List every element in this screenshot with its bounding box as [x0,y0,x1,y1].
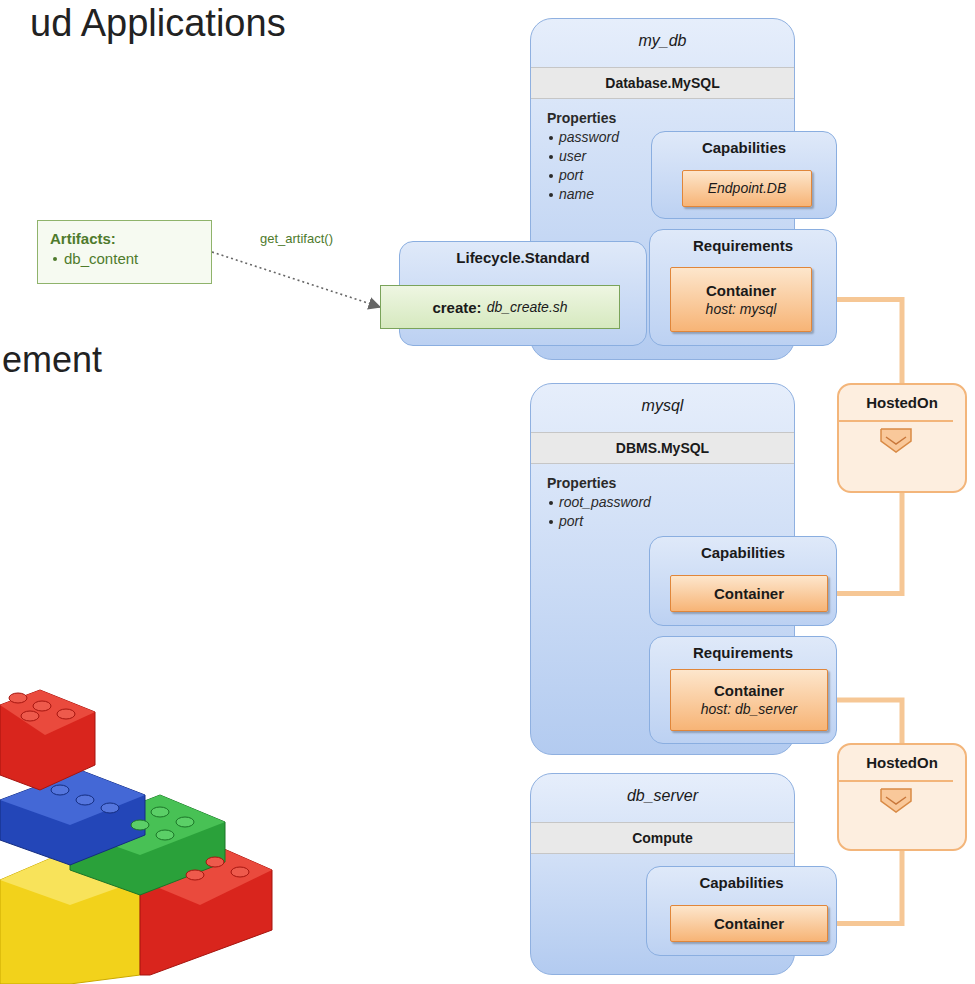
hostedon-link [828,700,902,743]
box-label: Container [714,584,784,603]
capability-box: Containerhost: mysql [670,267,812,332]
node-type: Database.MySQL [531,67,794,99]
box-label: create: [432,298,481,317]
relationship-box: HostedOn [837,383,967,493]
property-name: port [547,166,583,185]
section-title: Requirements [650,236,836,256]
property-name: name [547,185,594,204]
box-detail: db_create.sh [487,298,568,317]
section-box: Endpoint.DB Capabilities [651,131,837,219]
section-box: Container Capabilities [649,536,837,626]
box-detail: Endpoint.DB [708,179,787,198]
node-name: db_server [531,786,794,806]
node-name: my_db [531,31,794,51]
section-title: Capabilities [647,873,836,893]
capability-box: Container [670,575,828,612]
capability-box: Container [670,905,828,942]
capability-box: Containerhost: db_server [670,669,828,731]
artifact-link [212,252,380,307]
section-heading: Properties [547,109,616,128]
property-name: user [547,147,586,166]
section-title: Capabilities [652,138,836,158]
section-box: Container Capabilities [646,866,837,956]
hostedon-symbol [839,419,953,489]
lego-bricks [0,690,272,984]
node-type: DBMS.MySQL [531,432,794,464]
box-detail: host: mysql [706,300,777,319]
artifact-note: Artifacts:db_content [37,220,212,284]
section-box: create: db_create.sh Lifecycle.Standard [399,241,647,346]
bullet-dot [53,257,57,261]
section-title: Requirements [650,643,836,663]
node-name: mysql [531,396,794,416]
slide-title: ud Applications [30,0,286,46]
box-label: Container [714,681,784,700]
section-title: HostedOn [839,393,965,413]
edge-label: get_artifact() [258,231,335,246]
component-node: ContainerCapabilitiesdb_serverCompute [530,773,795,975]
box-label: Container [714,914,784,933]
section-heading: Properties [547,474,616,493]
section-title: Capabilities [650,543,836,563]
component-node: ContainerCapabilitiesContainerhost: db_s… [530,383,795,755]
relationship-box: HostedOn [837,743,967,851]
box-label: Container [706,281,776,300]
section-title: HostedOn [839,753,965,773]
capability-box: Endpoint.DB [682,170,812,207]
heading-fragment: ement [2,338,102,382]
property-name: root_password [547,493,651,512]
hostedon-link [828,493,902,594]
note-heading: Artifacts: [50,229,199,249]
property-name: password [547,128,619,147]
operation-box: create: db_create.sh [380,285,620,329]
section-box: Containerhost: db_server Requirements [649,636,837,744]
section-title: Lifecycle.Standard [400,248,646,268]
artifact-name: db_content [50,249,199,269]
box-detail: host: db_server [701,700,798,719]
property-name: port [547,512,583,531]
section-box: Containerhost: mysql Requirements [649,229,837,346]
node-type: Compute [531,822,794,854]
hostedon-link [828,851,902,924]
hostedon-symbol [839,779,953,847]
component-node: Endpoint.DBCapabilitiescreate:db_create.… [530,18,795,360]
